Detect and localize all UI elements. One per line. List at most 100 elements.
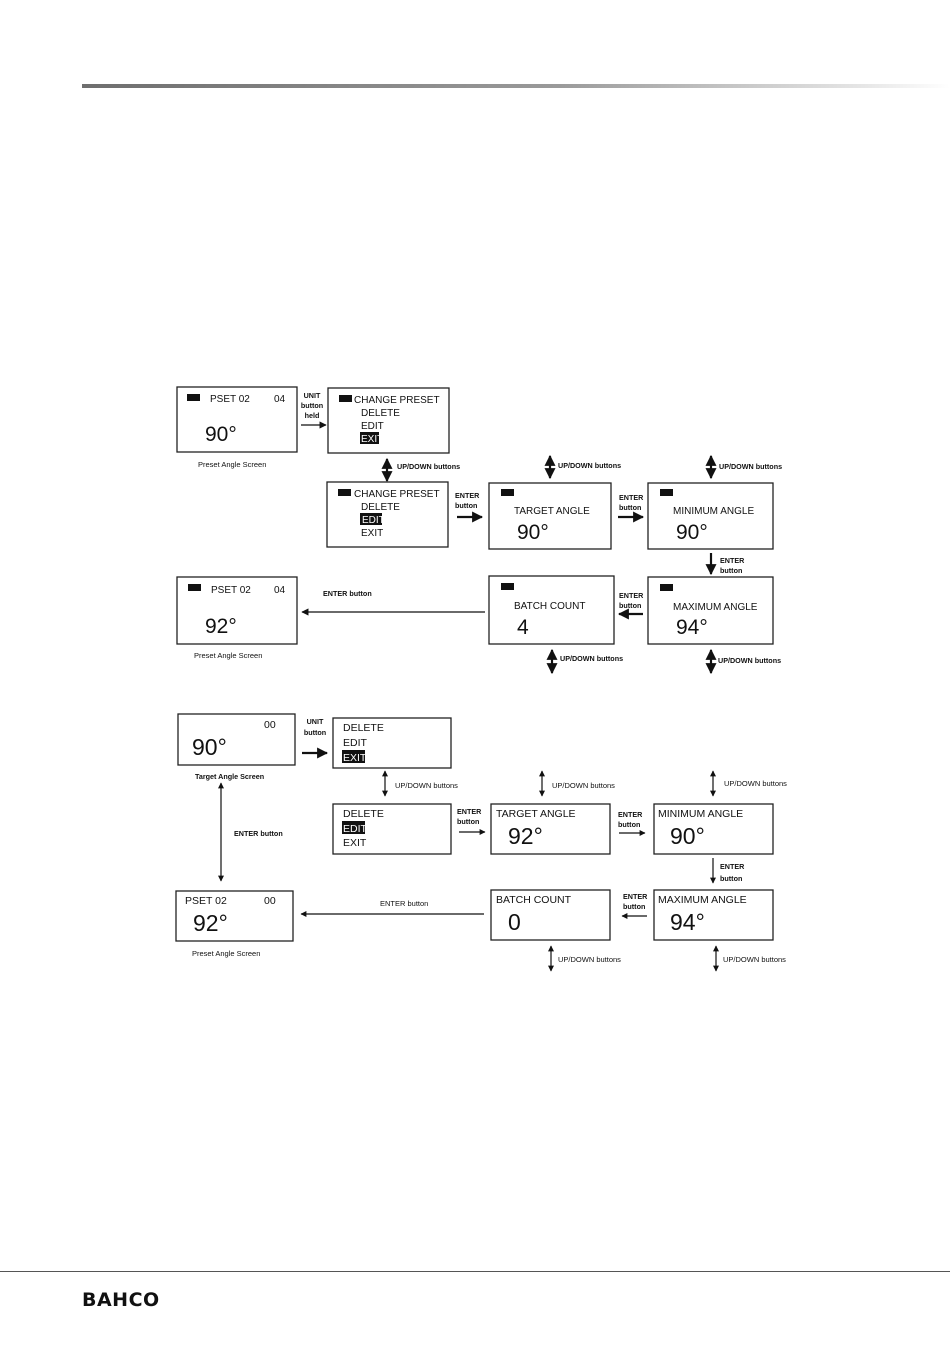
target-angle-screen-2b: TARGET ANGLE 92° [490,803,611,855]
preset-screen-caption: Preset Angle Screen [198,460,266,469]
battery-icon [338,489,351,496]
minimum2-value: 90° [670,823,705,849]
target-angle-screen-2: 00 90° [177,713,296,766]
enter-label-h: button [619,601,641,610]
menu-edit: EDIT [361,421,384,432]
enter-label-e: ENTER [720,556,745,565]
updown2-label-1: UP/DOWN buttons [395,781,458,790]
menu-screen-edit-2: DELETE EDIT EXIT [332,803,452,855]
enter2-label-h: button [623,902,645,911]
battery-icon [187,394,200,401]
unit-label-line2: button [301,401,323,410]
unit-label-2a: UNIT [307,717,324,726]
result-screen-caption: Preset Angle Screen [194,651,262,660]
result2-caption: Preset Angle Screen [192,949,260,958]
preset-angle-screen-1: PSET 02 04 90° [176,386,298,453]
maximum-angle-label: MAXIMUM ANGLE [673,602,758,613]
header-rule [82,84,950,88]
menu2-delete: DELETE [343,808,384,820]
target-screen-angle: 90° [192,734,227,760]
menu-delete: DELETE [361,408,400,419]
menu2-edit: EDIT [343,737,368,749]
updown-label-5: UP/DOWN buttons [560,654,623,663]
battery-icon [660,489,673,496]
unit-label-2b: button [304,728,326,737]
unit-label-line1: UNIT [304,391,321,400]
target2-value: 92° [508,823,543,849]
updown-label-1: UP/DOWN buttons [397,462,460,471]
maximum-angle-screen-2: MAXIMUM ANGLE 94° [653,889,774,941]
battery-icon [188,584,201,591]
diagram-1: PSET 02 04 90° Preset Angle Screen UNIT … [176,386,782,675]
updown2-label-4: UP/DOWN buttons [723,955,786,964]
maximum2-value: 94° [670,909,705,935]
enter-label-b: button [455,501,477,510]
bahco-logo: BAHCO [82,1289,160,1311]
target-angle-label: TARGET ANGLE [514,506,590,517]
enter2-label-vertical: ENTER button [234,829,283,838]
enter2-label-g: ENTER [623,892,648,901]
minimum-angle-label: MINIMUM ANGLE [673,506,754,517]
result-preset-count: 04 [274,585,286,596]
target-angle-value: 90° [517,521,549,544]
enter-label-g: ENTER [619,591,644,600]
footer-rule [0,1271,950,1272]
maximum-angle-value: 94° [676,616,708,639]
batch-count-label: BATCH COUNT [514,601,585,612]
enter2-label-long: ENTER button [380,899,428,908]
result2-count: 00 [264,895,276,907]
updown-label-2: UP/DOWN buttons [558,461,621,470]
minimum-angle-value: 90° [676,521,708,544]
updown-label-4: UP/DOWN buttons [718,656,781,665]
menu-change-preset: CHANGE PRESET [354,395,440,406]
updown-label-3: UP/DOWN buttons [719,462,782,471]
enter-label-d: button [619,503,641,512]
menu2-edit-selected: EDIT [343,823,368,835]
menu-screen-edit: CHANGE PRESET DELETE EDIT EXIT [326,481,449,548]
batch-count-value: 4 [517,616,529,639]
minimum2-label: MINIMUM ANGLE [658,808,743,820]
target-screen-caption: Target Angle Screen [195,772,264,781]
enter2-label-b: button [457,817,479,826]
result-preset-title: PSET 02 [211,585,251,596]
menu-screen-exit: CHANGE PRESET DELETE EDIT EXIT [327,387,450,454]
menu-exit-selected: EXIT [361,434,383,445]
enter2-label-a: ENTER [457,807,482,816]
updown2-label-2: UP/DOWN buttons [552,781,615,790]
battery-icon [501,489,514,496]
enter-label-a: ENTER [455,491,480,500]
battery-icon [660,584,673,591]
menu2-exit: EXIT [343,837,367,849]
enter-label-c: ENTER [619,493,644,502]
battery-icon [501,583,514,590]
menu-change-preset: CHANGE PRESET [354,489,440,500]
batch-count-screen-1: BATCH COUNT 4 [488,575,615,645]
menu-screen-exit-2: DELETE EDIT EXIT [332,717,452,769]
menu2-exit-selected: EXIT [343,752,367,764]
enter2-label-f: button [720,874,742,883]
preset-angle-screen-result-2: PSET 02 00 92° [175,890,294,942]
updown2-label-3: UP/DOWN buttons [724,779,787,788]
diagram-2: 00 90° Target Angle Screen UNIT button D… [175,713,787,972]
menu-exit: EXIT [361,528,383,539]
preset-angle-screen-result-1: PSET 02 04 92° [176,576,298,645]
menu2-delete: DELETE [343,722,384,734]
batch2-value: 0 [508,909,521,935]
maximum-angle-screen-1: MAXIMUM ANGLE 94° [647,576,774,645]
preset-count: 04 [274,394,286,405]
menu-delete: DELETE [361,502,400,513]
menu-edit-selected: EDIT [362,515,385,526]
batch-count-screen-2: BATCH COUNT 0 [490,889,611,941]
target-angle-screen-1: TARGET ANGLE 90° [488,482,612,550]
enter2-label-c: ENTER [618,810,643,819]
updown2-label-5: UP/DOWN buttons [558,955,621,964]
result-preset-angle: 92° [205,615,237,638]
target2-label: TARGET ANGLE [496,808,576,820]
enter2-label-d: button [618,820,640,829]
maximum2-label: MAXIMUM ANGLE [658,894,747,906]
enter2-label-e: ENTER [720,862,745,871]
minimum-angle-screen-1: MINIMUM ANGLE 90° [647,482,774,550]
result2-title: PSET 02 [185,895,227,907]
target-screen-count: 00 [264,719,276,731]
